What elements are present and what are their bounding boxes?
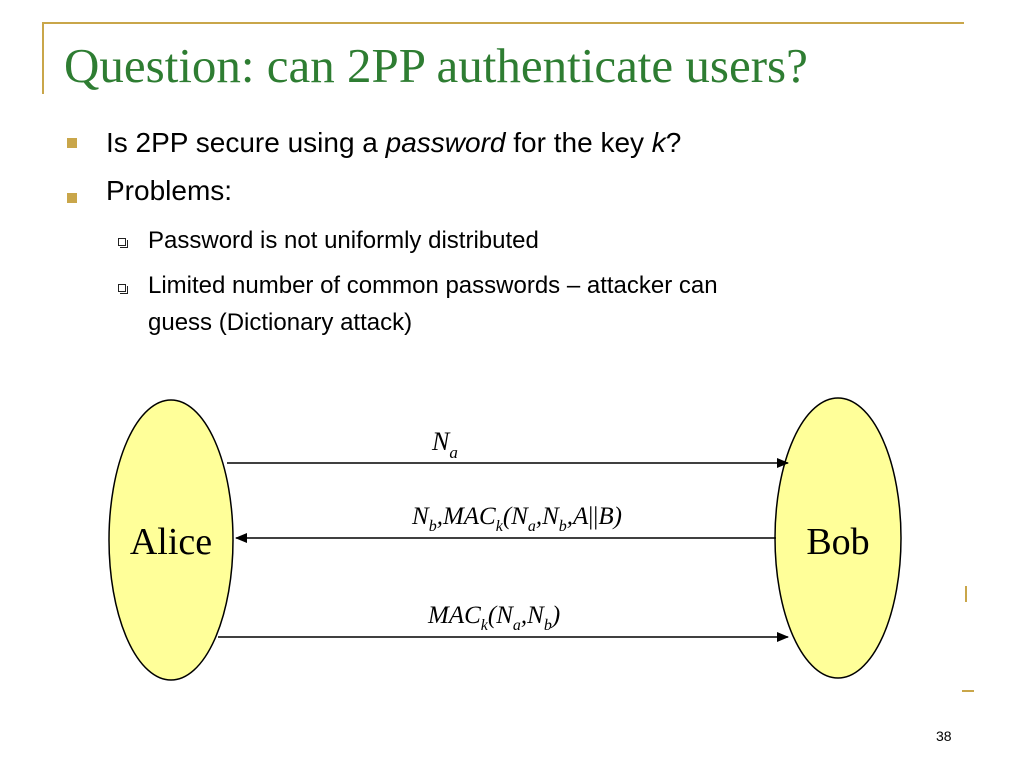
message-1-label: Na [431,427,458,462]
message-2-label: Nb,MACk(Na,Nb,A||B) [411,503,622,535]
sub-bullet-2-line-2: guess (Dictionary attack) [148,309,413,336]
bullet-1-post: ? [665,127,682,158]
frame-right-line [965,586,967,602]
sub-bullet-marker-1 [118,238,128,248]
sub-bullet-2-line-1: Limited number of common passwords – att… [148,272,718,299]
sub-bullet-1: Password is not uniformly distributed [148,227,539,254]
sub-bullet-2: Limited number of common passwords – att… [148,267,948,341]
slide-title: Question: can 2PP authenticate users? [64,38,808,93]
alice-node [108,399,234,681]
bullet-1: Is 2PP secure using a password for the k… [106,126,681,160]
bullet-1-mid: for the key [505,127,652,158]
page-number: 38 [936,728,952,744]
alice-label: Alice [130,521,212,563]
bullet-2: Problems: [106,175,233,206]
bullet-1-password: password [385,127,506,158]
bob-label: Bob [806,521,869,563]
frame-top-line [42,22,964,24]
message-3-label: MACk(Na,Nb) [427,602,560,634]
bullet-marker-2 [67,193,77,203]
frame-left-line [42,22,44,94]
frame-tick [962,690,974,692]
bullet-marker-1 [67,138,77,148]
sub-bullet-marker-2 [118,284,128,294]
bullet-1-pre: Is 2PP secure using a [106,127,386,158]
bullet-1-k: k [651,127,666,158]
